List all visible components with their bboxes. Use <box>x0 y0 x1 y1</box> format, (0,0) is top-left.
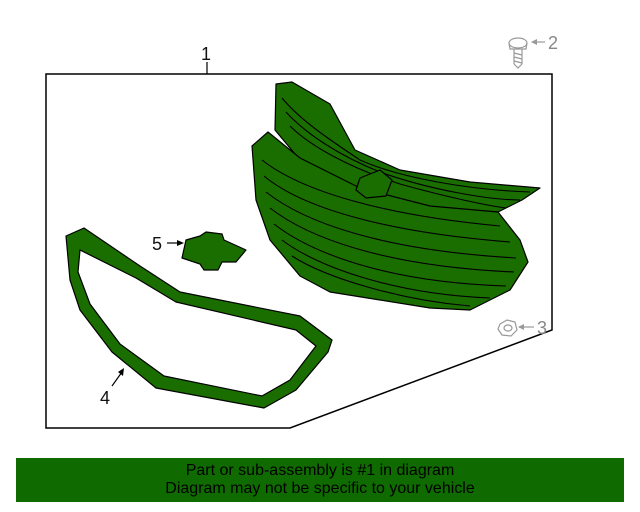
callout-1-label: 1 <box>201 44 211 64</box>
callout-4-leader <box>111 371 123 387</box>
callout-3-label: 3 <box>537 318 547 338</box>
grille-molding <box>65 227 333 409</box>
assembly-outline <box>45 73 553 429</box>
parts-diagram: 1 2 3 <box>45 33 558 429</box>
clip-icon <box>497 319 518 337</box>
banner-line-2: Diagram may not be specific to your vehi… <box>165 480 475 497</box>
banner-line-1: Part or sub-assembly is #1 in diagram <box>185 462 455 479</box>
callout-2-label: 2 <box>548 33 558 53</box>
info-banner: Part or sub-assembly is #1 in diagram Di… <box>16 458 624 502</box>
bowtie-emblem <box>181 231 247 271</box>
screw-icon <box>508 37 528 69</box>
grille-body <box>251 81 541 311</box>
callout-4-label: 4 <box>100 388 110 408</box>
callout-5-label: 5 <box>152 234 162 254</box>
